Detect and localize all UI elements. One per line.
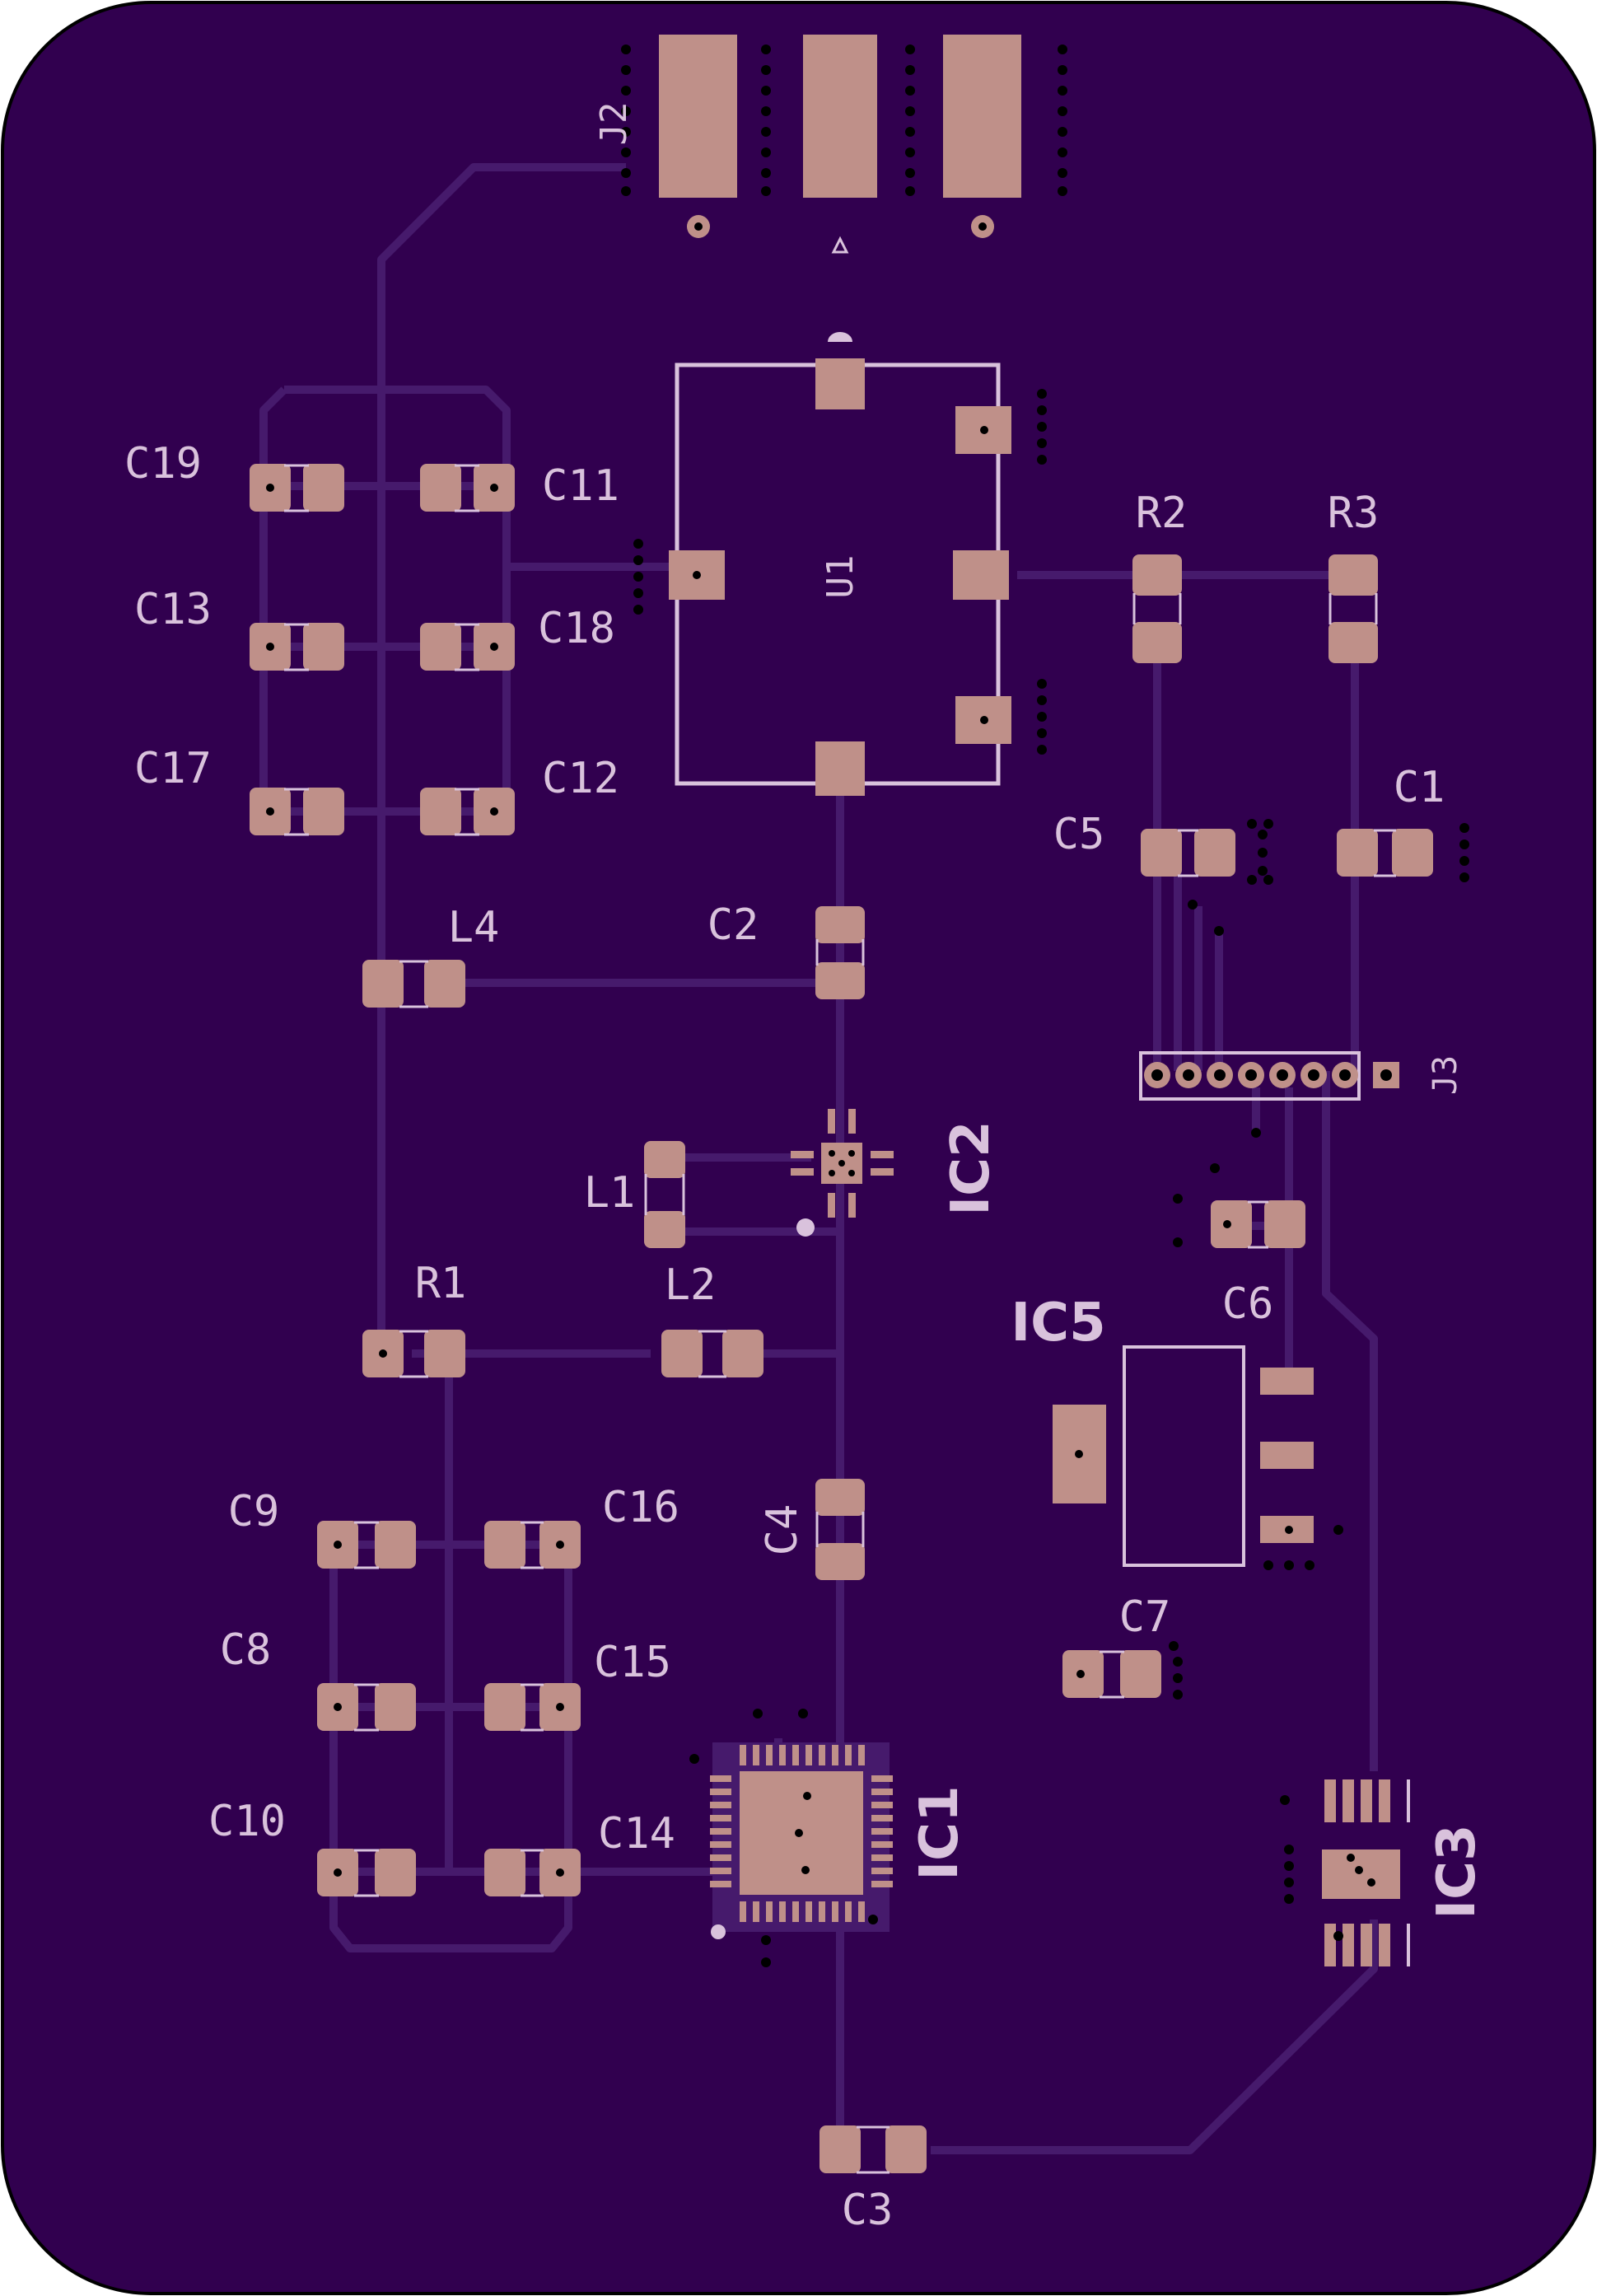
label-c13: C13 bbox=[134, 585, 212, 634]
component-ic1 bbox=[689, 1709, 893, 1967]
label-c17: C17 bbox=[134, 744, 212, 793]
label-l4: L4 bbox=[448, 903, 500, 952]
label-c16: C16 bbox=[602, 1483, 679, 1532]
label-c15: C15 bbox=[594, 1638, 671, 1687]
label-ic1: IC1 bbox=[909, 1785, 970, 1880]
label-c4: C4 bbox=[758, 1504, 807, 1556]
label-c2: C2 bbox=[707, 900, 759, 950]
label-r3: R3 bbox=[1328, 489, 1380, 538]
label-c5: C5 bbox=[1053, 810, 1105, 859]
label-c8: C8 bbox=[220, 1625, 272, 1675]
label-c1: C1 bbox=[1394, 763, 1445, 812]
component-ic5 bbox=[1053, 1345, 1343, 1570]
label-c11: C11 bbox=[542, 461, 619, 511]
component-u1 bbox=[633, 332, 1047, 796]
label-j3: J3 bbox=[1427, 1055, 1464, 1095]
passives-vertical bbox=[644, 554, 1378, 1580]
label-c19: C19 bbox=[124, 439, 202, 489]
label-c3: C3 bbox=[842, 2186, 894, 2235]
label-l2: L2 bbox=[665, 1260, 717, 1310]
component-ic2 bbox=[791, 1109, 894, 1237]
label-r2: R2 bbox=[1136, 489, 1188, 538]
label-j2: J2 bbox=[593, 102, 635, 146]
connector-j3 bbox=[1139, 1051, 1399, 1101]
silk-marks bbox=[284, 464, 1396, 2174]
connector-j2 bbox=[621, 35, 1067, 254]
label-c7: C7 bbox=[1119, 1592, 1171, 1642]
pad-vias bbox=[266, 484, 1469, 1877]
label-ic2: IC2 bbox=[941, 1120, 1002, 1215]
label-c9: C9 bbox=[228, 1487, 280, 1536]
label-c14: C14 bbox=[598, 1809, 675, 1859]
label-u1: U1 bbox=[820, 555, 862, 599]
label-c18: C18 bbox=[538, 604, 615, 653]
label-c10: C10 bbox=[208, 1797, 286, 1846]
label-ic5: IC5 bbox=[1011, 1293, 1105, 1354]
label-l1: L1 bbox=[584, 1168, 636, 1218]
label-r1: R1 bbox=[415, 1259, 467, 1308]
component-ic3 bbox=[1280, 1779, 1410, 1966]
label-c6: C6 bbox=[1222, 1279, 1274, 1329]
label-ic3: IC3 bbox=[1427, 1824, 1487, 1919]
label-c12: C12 bbox=[542, 754, 619, 803]
designator-labels: C19 C11 C13 C18 C17 C12 L4 C2 L1 R1 L2 C… bbox=[124, 439, 1445, 2235]
